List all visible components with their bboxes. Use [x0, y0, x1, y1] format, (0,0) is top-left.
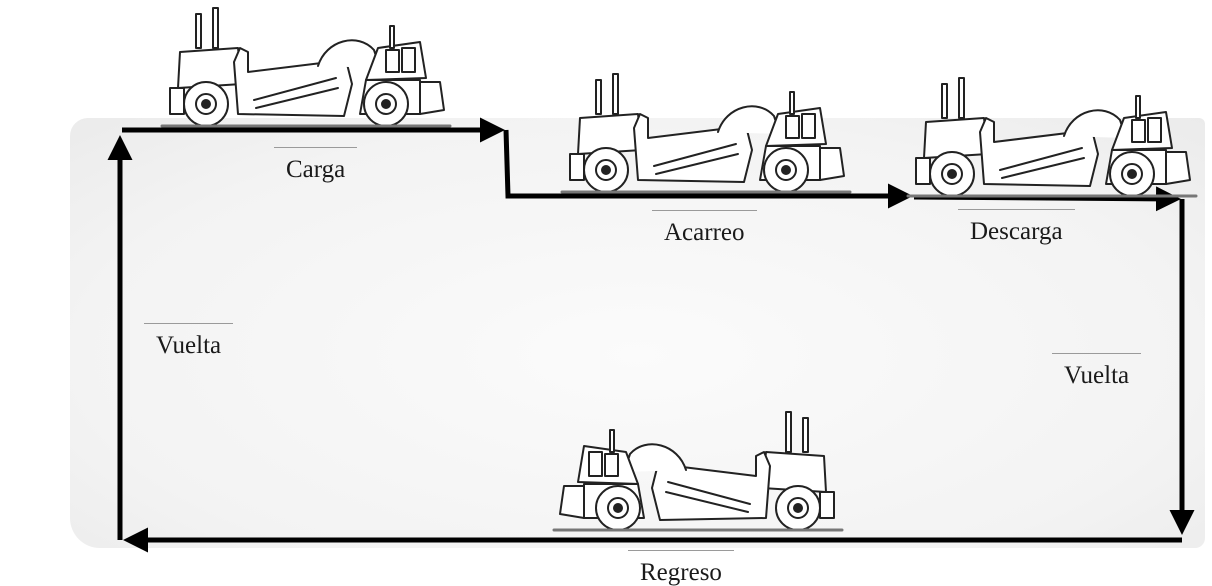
label-vuelta-left: Vuelta — [143, 323, 234, 359]
label-descarga: Descarga — [958, 209, 1075, 245]
label-vuelta-right: Vuelta — [1051, 353, 1142, 389]
scanned-page-background — [70, 118, 1205, 548]
arrow-acarreo — [503, 129, 913, 209]
label-acarreo: Acarreo — [652, 210, 756, 246]
scraper-icon — [160, 6, 452, 128]
label-regreso: Regreso — [628, 550, 734, 586]
scraper-icon — [906, 76, 1198, 198]
scraper-icon — [560, 72, 852, 194]
scraper-icon — [552, 410, 844, 532]
label-carga: Carga — [273, 147, 358, 183]
